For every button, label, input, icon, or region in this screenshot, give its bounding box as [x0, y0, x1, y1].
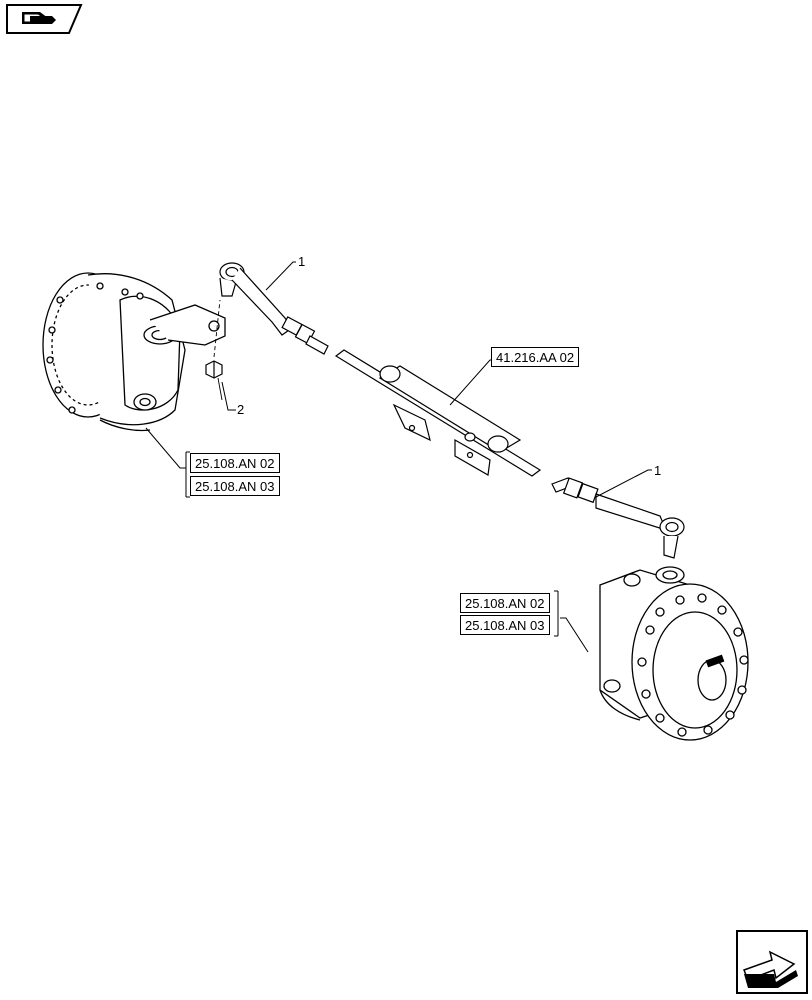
- parts-catalog-icon[interactable]: [4, 2, 84, 36]
- left-tie-rod: [219, 262, 329, 355]
- ref-steering-cylinder[interactable]: 41.216.AA 02: [491, 347, 580, 367]
- leader-lines: [145, 261, 652, 653]
- ref-right-hub-02[interactable]: 25.108.AN 02: [460, 593, 550, 613]
- ref-left-hub-02[interactable]: 25.108.AN 02: [190, 453, 280, 473]
- callout-2: 2: [237, 402, 245, 417]
- nut-item-2: [205, 299, 223, 401]
- steering-cylinder: [334, 349, 542, 477]
- right-tie-rod: [551, 477, 685, 559]
- ref-right-hub-03[interactable]: 25.108.AN 03: [460, 615, 550, 635]
- left-wheel-hub: [42, 272, 226, 432]
- callout-1-left: 1: [298, 254, 306, 269]
- ref-left-hub-03[interactable]: 25.108.AN 03: [190, 476, 280, 496]
- right-wheel-hub: [599, 566, 749, 741]
- next-page-arrow-icon[interactable]: [736, 930, 808, 994]
- callout-1-right: 1: [654, 463, 662, 478]
